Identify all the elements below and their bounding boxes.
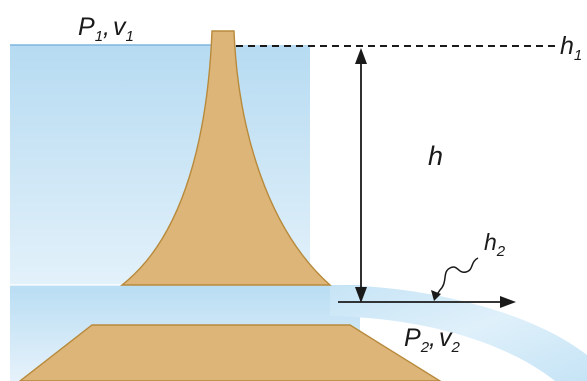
h2-pointer-squiggle <box>435 257 479 297</box>
label-h: h <box>428 141 443 171</box>
label-p1-v1: P1,v1 <box>78 13 134 45</box>
upper-dam <box>119 30 332 286</box>
h2-pointer-head <box>431 290 441 301</box>
height-arrow-head-bottom <box>355 287 367 303</box>
label-p2-v2: P2,v2 <box>404 324 460 356</box>
flow-arrow-head <box>500 296 516 308</box>
lower-dam-base <box>18 324 442 381</box>
label-h1: h1 <box>560 32 582 64</box>
height-arrow-head-top <box>355 48 367 64</box>
label-h2: h2 <box>484 229 506 260</box>
outflow-stream <box>330 285 587 381</box>
